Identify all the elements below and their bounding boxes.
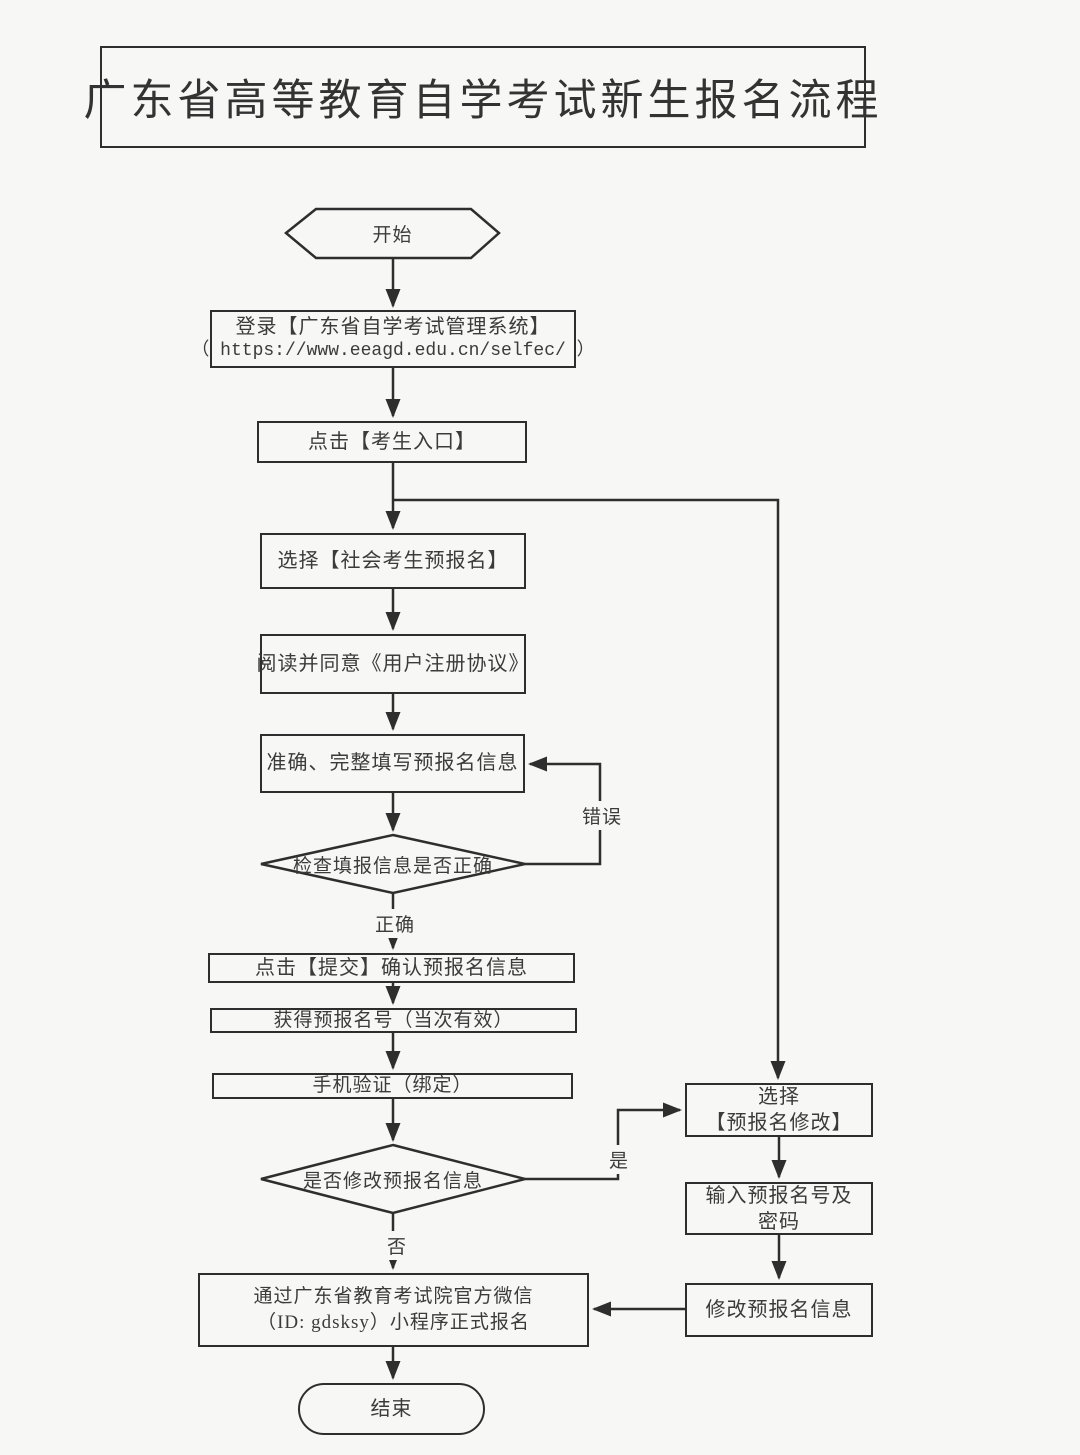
click-entry-step: 点击【考生入口】	[257, 421, 527, 463]
official-register-step: 通过广东省教育考试院官方微信 （ID: gdsksy）小程序正式报名	[198, 1273, 589, 1347]
end-node: 结束	[298, 1383, 485, 1435]
check-info-label: 检查填报信息是否正确	[292, 855, 493, 877]
get-number-label: 获得预报名号（当次有效）	[273, 1009, 514, 1031]
modify-decision-diamond	[260, 1143, 526, 1215]
check-info-diamond	[260, 833, 526, 895]
login-step-url: （ https://www.eeagd.edu.cn/selfec/ ）	[191, 341, 595, 362]
get-number-step: 获得预报名号（当次有效）	[210, 1008, 577, 1033]
select-modify-step: 选择 【预报名修改】	[685, 1083, 873, 1137]
phone-verify-step: 手机验证（绑定）	[212, 1073, 573, 1099]
edge-label-error: 错误	[577, 801, 627, 830]
start-hexagon	[284, 207, 501, 260]
input-number-line1: 输入预报名号及	[705, 1184, 853, 1207]
click-submit-label: 点击【提交】确认预报名信息	[255, 956, 528, 979]
modify-info-step: 修改预报名信息	[685, 1283, 873, 1337]
fill-info-label: 准确、完整填写预报名信息	[266, 752, 519, 774]
select-prereg-label: 选择【社会考生预报名】	[277, 549, 509, 572]
edge-label-correct: 正确	[370, 909, 420, 938]
select-modify-line2: 【预报名修改】	[705, 1112, 853, 1134]
modify-decision-label: 是否修改预报名信息	[302, 1170, 483, 1192]
select-modify-line1: 选择	[758, 1086, 800, 1108]
phone-verify-label: 手机验证（绑定）	[312, 1075, 473, 1097]
edge-label-no: 否	[383, 1231, 411, 1260]
click-submit-step: 点击【提交】确认预报名信息	[208, 953, 575, 983]
modify-info-label: 修改预报名信息	[705, 1298, 853, 1321]
edge-label-yes: 是	[605, 1145, 633, 1174]
login-step: 登录【广东省自学考试管理系统】 （ https://www.eeagd.edu.…	[191, 310, 595, 368]
input-number-line2: 密码	[758, 1210, 800, 1233]
read-agreement-step: 阅读并同意《用户注册协议》	[257, 634, 529, 694]
select-prereg-step: 选择【社会考生预报名】	[260, 533, 526, 589]
end-node-label: 结束	[370, 1397, 413, 1420]
diagram-title: 广东省高等教育自学考试新生报名流程	[84, 46, 879, 148]
official-register-line1: 通过广东省教育考试院官方微信	[253, 1286, 534, 1308]
fill-info-step: 准确、完整填写预报名信息	[260, 734, 525, 793]
click-entry-label: 点击【考生入口】	[308, 430, 476, 453]
start-node-label: 开始	[372, 225, 413, 246]
login-step-line1: 登录【广东省自学考试管理系统】	[235, 316, 551, 339]
input-number-step: 输入预报名号及 密码	[685, 1182, 873, 1235]
official-register-line2: （ID: gdsksy）小程序正式报名	[257, 1312, 530, 1333]
read-agreement-label: 阅读并同意《用户注册协议》	[256, 652, 530, 675]
